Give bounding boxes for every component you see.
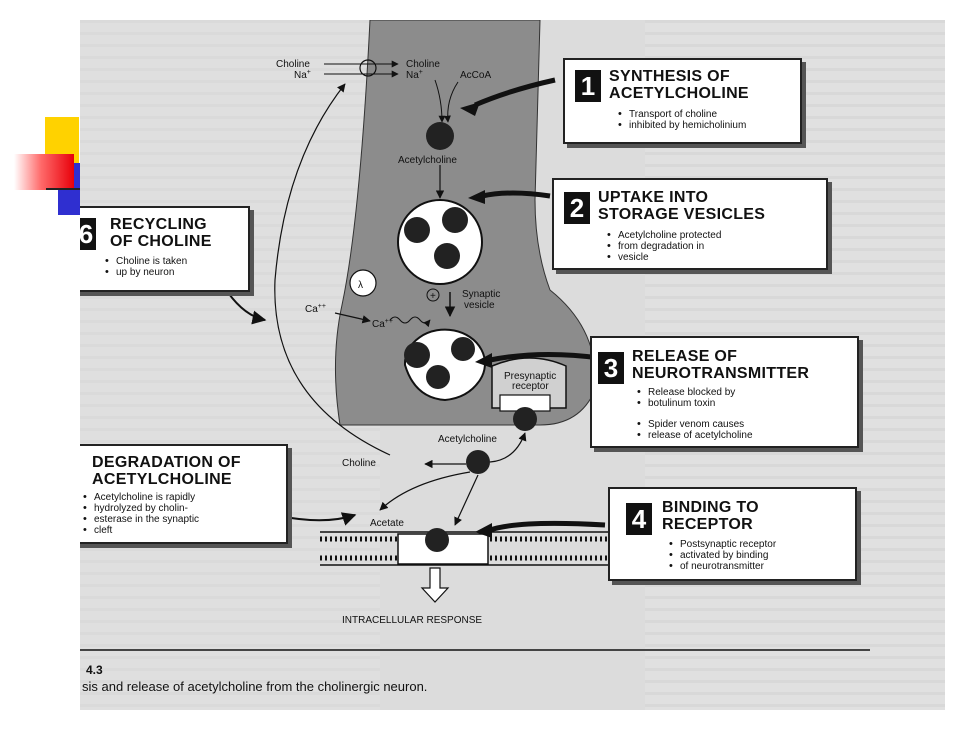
- choline-transporter: [359, 59, 377, 77]
- label-na-inside: Na: [406, 70, 419, 81]
- step-number-1: 1: [575, 70, 601, 102]
- label-intracellular-response: INTRACELLULAR RESPONSE: [342, 615, 482, 626]
- label-ca-inside: Ca: [372, 319, 385, 330]
- neuron-diagram: Choline Na+ Choline Na+ AcCoA Acetylchol…: [80, 20, 870, 651]
- label-synaptic-1: Synaptic: [462, 289, 500, 300]
- step-4-bullet-1a: Postsynaptic receptor: [669, 539, 776, 550]
- step-6-bullet-1b: up by neuron: [105, 267, 174, 278]
- label-acetate: Acetate: [370, 518, 404, 529]
- presynaptic-bound-ach: [513, 407, 537, 431]
- step-2-bullet-1c: vesicle: [607, 252, 648, 263]
- step-6-title-1: RECYCLING: [110, 216, 207, 233]
- step-number-2: 2: [564, 192, 590, 224]
- step-5-title-2: ACETYLCHOLINE: [92, 471, 232, 488]
- step-2-bullet-1a: Acetylcholine protected: [607, 230, 721, 241]
- label-ca-outside: Ca: [305, 304, 318, 315]
- step-3-title-2: NEUROTRANSMITTER: [632, 365, 810, 382]
- step-5-bullet-1a: Acetylcholine is rapidly: [83, 492, 195, 503]
- callout-binding: 4 BINDING TO RECEPTOR Postsynaptic recep…: [608, 487, 857, 581]
- step-1-bullet-1a: Transport of choline: [618, 109, 717, 120]
- step-3-bullet-1b: botulinum toxin: [637, 398, 715, 409]
- step-3-bullet-2b: release of acetylcholine: [637, 430, 752, 441]
- step-6-title-2: OF CHOLINE: [110, 233, 212, 250]
- step-5-bullet-1b: hydrolyzed by cholin-: [83, 503, 188, 514]
- label-choline-inside: Choline: [406, 59, 440, 70]
- callout-uptake: 2 UPTAKE INTO STORAGE VESICLES Acetylcho…: [552, 178, 828, 270]
- step-number-6: 6: [80, 218, 96, 250]
- step-1-title-1: SYNTHESIS OF: [609, 68, 730, 85]
- label-choline-cleft: Choline: [342, 458, 376, 469]
- step-2-title-2: STORAGE VESICLES: [598, 206, 766, 223]
- step-3-bullet-1a: Release blocked by: [637, 387, 735, 398]
- step-5-bullet-1d: cleft: [83, 525, 113, 536]
- action-potential-icon: [349, 269, 377, 297]
- label-na-outside: Na: [294, 70, 307, 81]
- label-presynaptic-1: Presynaptic: [504, 371, 556, 382]
- svg-text:Na+: Na+: [294, 69, 311, 81]
- cleft-acetylcholine: [466, 450, 490, 474]
- step-5-bullet-1c: esterase in the synaptic: [83, 514, 199, 525]
- figure-number: 4.3: [86, 663, 103, 677]
- label-presynaptic-2: receptor: [512, 381, 549, 392]
- recycling-pathway: [274, 83, 391, 456]
- callout-synthesis: 1 SYNTHESIS OF ACETYLCHOLINE Transport o…: [563, 58, 802, 144]
- step-3-title-1: RELEASE OF: [632, 348, 738, 365]
- scanned-figure: Choline Na+ Choline Na+ AcCoA Acetylchol…: [80, 20, 945, 710]
- step-2-title-1: UPTAKE INTO: [598, 189, 709, 206]
- storage-vesicle: [397, 199, 483, 285]
- step-1-title-2: ACETYLCHOLINE: [609, 85, 749, 102]
- step-4-bullet-1c: of neurotransmitter: [669, 561, 764, 572]
- svg-text:Ca++: Ca++: [372, 318, 393, 330]
- step-4-title-2: RECEPTOR: [662, 516, 754, 533]
- label-choline-outside: Choline: [276, 59, 310, 70]
- step-3-bullet-2a: Spider venom causes: [637, 419, 744, 430]
- callout-recycling: 6 RECYCLING OF CHOLINE Choline is taken …: [80, 206, 250, 292]
- step-1-bullet-1b: inhibited by hemicholinium: [618, 120, 746, 131]
- figure-caption: sis and release of acetylcholine from th…: [82, 679, 428, 694]
- step-number-4: 4: [626, 503, 652, 535]
- receptor-bound-ach: [425, 528, 449, 552]
- label-acetylcholine-top: Acetylcholine: [398, 155, 457, 166]
- lambda-glyph: λ: [358, 280, 363, 291]
- label-acetylcholine-cleft: Acetylcholine: [438, 434, 497, 445]
- step-5-title-1: DEGRADATION OF: [92, 454, 241, 471]
- step-4-bullet-1b: activated by binding: [669, 550, 768, 561]
- accent-divider-line: [46, 188, 86, 190]
- step-2-bullet-1b: from degradation in: [607, 241, 704, 252]
- plus-glyph: +: [430, 291, 436, 302]
- svg-text:Na+: Na+: [406, 69, 423, 81]
- step-6-bullet-1a: Choline is taken: [105, 256, 187, 267]
- acetylcholine-molecule: [426, 122, 454, 150]
- bleed-through-text-left: [80, 20, 380, 710]
- label-accoa: AcCoA: [460, 70, 491, 81]
- red-accent-gradient: [14, 154, 74, 190]
- label-synaptic-2: vesicle: [464, 300, 495, 311]
- step-4-title-1: BINDING TO: [662, 499, 759, 516]
- callout-release: 3 RELEASE OF NEUROTRANSMITTER Release bl…: [590, 336, 859, 448]
- callout-degradation: DEGRADATION OF ACETYLCHOLINE Acetylcholi…: [80, 444, 288, 544]
- step-number-3: 3: [598, 352, 624, 384]
- response-arrow: [420, 567, 450, 603]
- svg-text:Ca++: Ca++: [305, 303, 326, 315]
